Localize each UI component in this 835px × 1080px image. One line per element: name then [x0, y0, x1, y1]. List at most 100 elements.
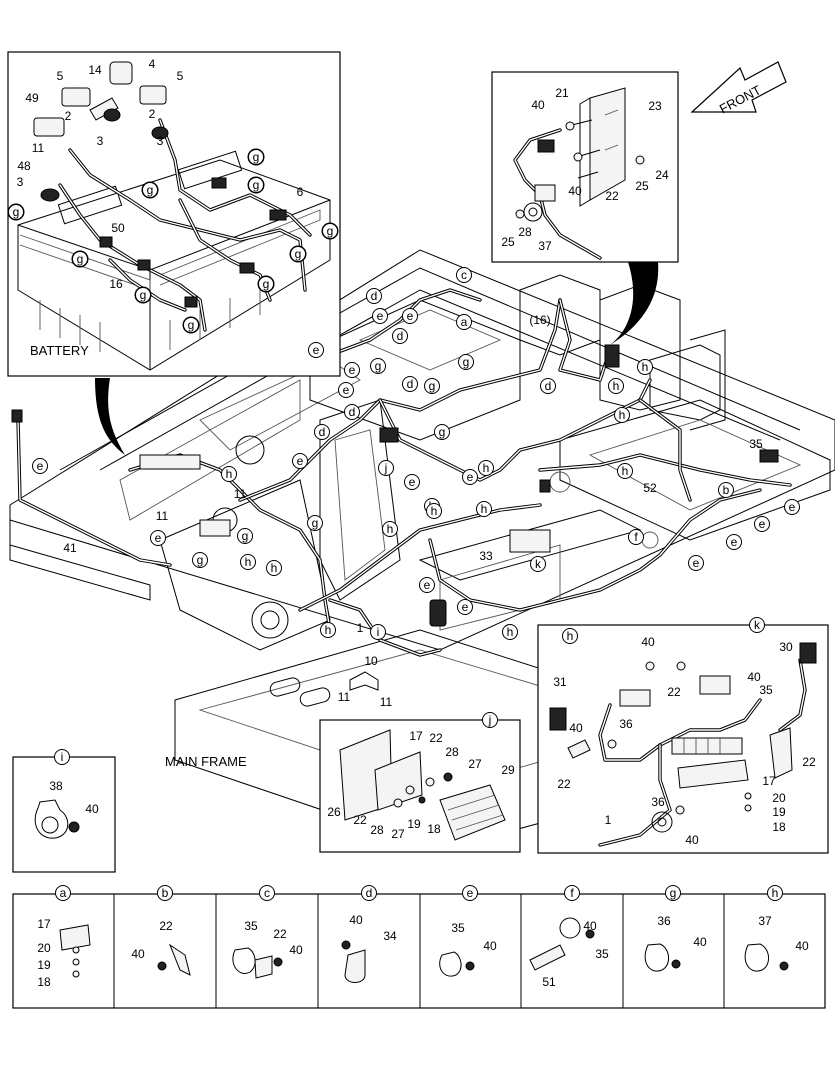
panel-b-label-1: 40 [131, 947, 145, 961]
panel-g-letter-ring [665, 885, 681, 901]
panel-g-label-1: 40 [693, 935, 707, 949]
detail-j-label-5: 26 [327, 805, 341, 819]
main-label-21: d [349, 405, 356, 419]
main-label-57: 33 [479, 549, 493, 563]
panel-d-letter: d [366, 886, 373, 900]
main-label-11-ring [419, 577, 435, 593]
panel-e-label-1: 40 [483, 939, 497, 953]
main-label-22-ring [314, 424, 330, 440]
panel-c-letter-ring [259, 885, 275, 901]
panel-d-letter-ring [361, 885, 377, 901]
main-frame-structure [9, 249, 835, 851]
main-label-2: a [461, 315, 468, 329]
main-label-26-ring [424, 378, 440, 394]
main-label-41: h [226, 467, 233, 481]
battery-leader [95, 378, 125, 455]
battery-label-1: 4 [149, 57, 156, 71]
bracket-drawing [513, 87, 645, 260]
detail-i-drawing [34, 799, 80, 839]
detail-k-letter: k [754, 618, 761, 632]
battery-label-0: 14 [88, 63, 102, 77]
battery-drawing [17, 61, 331, 371]
main-label-32: h [619, 408, 626, 422]
detail-k-label-16: 40 [685, 833, 699, 847]
main-label-41-ring [221, 466, 237, 482]
battery-label-22: g [188, 318, 195, 332]
detail-j-label-7: 28 [370, 823, 384, 837]
main-label-48-ring [530, 556, 546, 572]
bracket-leader [610, 262, 659, 345]
battery-label-16-ring [248, 177, 264, 193]
detail-k-label-4: 40 [569, 721, 583, 735]
main-label-25: g [463, 355, 470, 369]
detail-i-label-0: 38 [49, 779, 63, 793]
panel-c-label-2: 40 [289, 943, 303, 957]
detail-k-label-5: 35 [759, 683, 773, 697]
bracket-label-1: 23 [648, 99, 662, 113]
detail-j-label-8: 27 [391, 827, 405, 841]
main-label-43-ring [240, 554, 256, 570]
battery-label-6: 2 [149, 107, 156, 121]
detail-i-label-1: 40 [85, 802, 99, 816]
battery-label-19: g [140, 288, 147, 302]
main-label-24: d [397, 329, 404, 343]
bracket-label-9: 37 [538, 239, 552, 253]
bracket-label-8: 25 [501, 235, 515, 249]
main-label-2-ring [456, 314, 472, 330]
main-label-61: 11 [380, 695, 393, 709]
main-label-3: e [377, 309, 384, 323]
main-label-42-ring [266, 560, 282, 576]
main-label-28: g [375, 359, 382, 373]
main-label-5: e [313, 343, 320, 357]
main-label-14-ring [688, 555, 704, 571]
main-label-17: e [37, 459, 44, 473]
main-label-6-ring [344, 362, 360, 378]
battery-label-23: g [13, 205, 20, 219]
main-label-52: 35 [749, 437, 763, 451]
battery-label-11: 3 [17, 175, 24, 189]
main-label-20: d [407, 377, 414, 391]
main-label-16-ring [784, 499, 800, 515]
main-label-28-ring [370, 358, 386, 374]
battery-label-20: g [295, 247, 302, 261]
main-label-12-ring [457, 599, 473, 615]
main-label-46: h [483, 461, 490, 475]
battery-label-21: g [263, 277, 270, 291]
battery-label-23-ring [8, 204, 24, 220]
panel-e-label-0: 35 [451, 921, 465, 935]
main-label-31: g [242, 529, 249, 543]
main-label-15: e [731, 535, 738, 549]
battery-label-2: 5 [57, 69, 64, 83]
main-label-40: h [325, 623, 332, 637]
main-label-53: 52 [643, 481, 657, 495]
detail-k-label-11: 36 [651, 795, 665, 809]
main-label-14: e [693, 556, 700, 570]
main-label-23: d [545, 379, 552, 393]
main-label-58: 1 [357, 621, 364, 635]
main-label-25-ring [458, 354, 474, 370]
main-label-47-ring [378, 460, 394, 476]
panel-a-label-0: 17 [37, 917, 51, 931]
main-label-56: 41 [63, 541, 77, 555]
main-label-33: h [642, 360, 649, 374]
detail-j-letter: j [488, 713, 492, 727]
main-label-0: (16) [529, 313, 550, 327]
battery-caption: BATTERY [30, 343, 89, 358]
main-label-7: e [343, 383, 350, 397]
panel-h-letter-ring [767, 885, 783, 901]
main-label-30: g [197, 553, 204, 567]
main-label-19: d [371, 289, 378, 303]
main-label-40-ring [320, 622, 336, 638]
panel-e-letter: e [467, 886, 474, 900]
battery-label-18-ring [72, 251, 88, 267]
panel-f-label-2: 51 [542, 975, 556, 989]
panel-a-label-2: 19 [37, 958, 51, 972]
panel-c-label-0: 35 [244, 919, 258, 933]
main-label-34-ring [617, 463, 633, 479]
battery-label-21-ring [258, 276, 274, 292]
bracket-inset [491, 71, 679, 263]
detail-j-label-9: 19 [407, 817, 421, 831]
main-label-13-ring [754, 516, 770, 532]
detail-j-label-10: 18 [427, 822, 441, 836]
